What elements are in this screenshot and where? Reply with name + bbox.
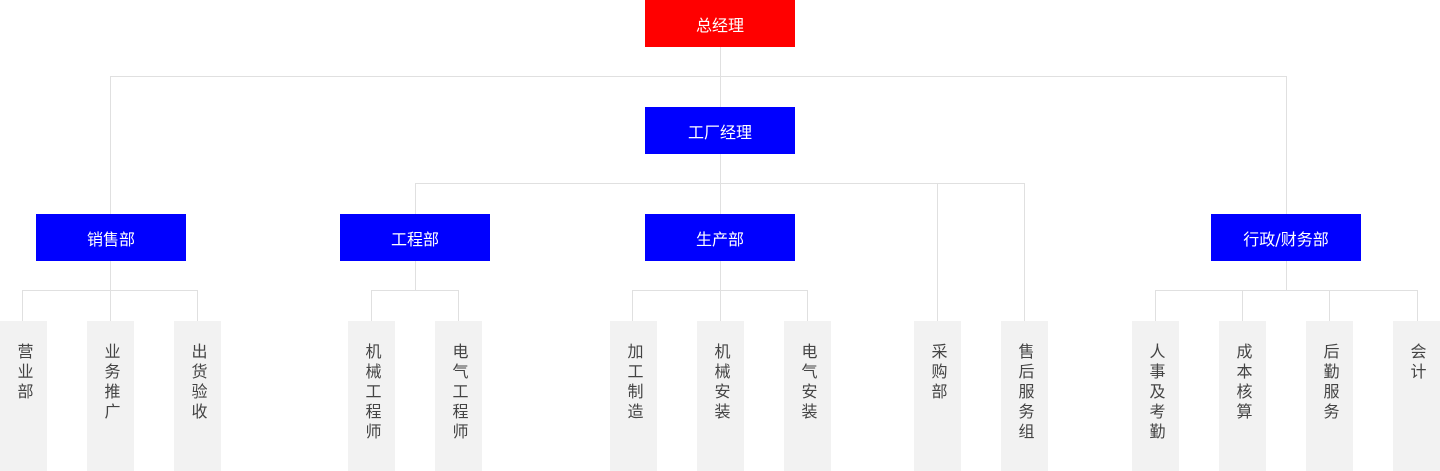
leaf-business-promotion: 业务推广 [87, 321, 134, 471]
factory-manager-box: 工厂经理 [645, 107, 795, 154]
dept-engineering-label: 工程部 [390, 229, 439, 249]
general-manager-box: 总经理 [645, 0, 795, 47]
leaf-hr-attendance: 人事及考勤 [1132, 321, 1179, 471]
leaf-mechanical-engineer: 机械工程师 [348, 321, 395, 471]
dept-admin-finance-box: 行政/财务部 [1211, 214, 1361, 261]
dept-production-box: 生产部 [645, 214, 795, 261]
factory-manager-label: 工厂经理 [687, 122, 752, 142]
leaf-label: 电气安装 [798, 343, 818, 423]
leaf-purchasing: 采购部 [914, 321, 961, 471]
leaf-electrical-engineer: 电气工程师 [435, 321, 482, 471]
leaf-after-sales-service: 售后服务组 [1001, 321, 1048, 471]
leaf-label: 加工制造 [624, 343, 644, 423]
leaf-cost-accounting: 成本核算 [1219, 321, 1266, 471]
leaf-label: 后勤服务 [1320, 343, 1340, 423]
leaf-label: 业务推广 [101, 343, 121, 423]
leaf-label: 采购部 [928, 343, 948, 403]
leaf-manufacturing: 加工制造 [610, 321, 657, 471]
leaf-label: 成本核算 [1233, 343, 1253, 423]
leaf-label: 机械工程师 [362, 343, 382, 443]
leaf-label: 营业部 [14, 343, 34, 403]
leaf-accounting: 会计 [1393, 321, 1440, 471]
leaf-sales-office: 营业部 [0, 321, 47, 471]
dept-production-label: 生产部 [695, 229, 744, 249]
dept-engineering-box: 工程部 [340, 214, 490, 261]
leaf-label: 人事及考勤 [1146, 343, 1166, 443]
leaf-label: 出货验收 [188, 343, 208, 423]
leaf-label: 售后服务组 [1015, 343, 1035, 443]
leaf-label: 机械安装 [711, 343, 731, 423]
leaf-mechanical-installation: 机械安装 [697, 321, 744, 471]
leaf-label: 会计 [1407, 343, 1427, 383]
leaf-label: 电气工程师 [449, 343, 469, 443]
leaf-logistics-service: 后勤服务 [1306, 321, 1353, 471]
leaf-electrical-installation: 电气安装 [784, 321, 831, 471]
general-manager-label: 总经理 [695, 15, 744, 35]
dept-sales-label: 销售部 [86, 229, 135, 249]
dept-sales-box: 销售部 [36, 214, 186, 261]
dept-admin-finance-label: 行政/财务部 [1243, 229, 1329, 249]
leaf-shipping-inspection: 出货验收 [174, 321, 221, 471]
